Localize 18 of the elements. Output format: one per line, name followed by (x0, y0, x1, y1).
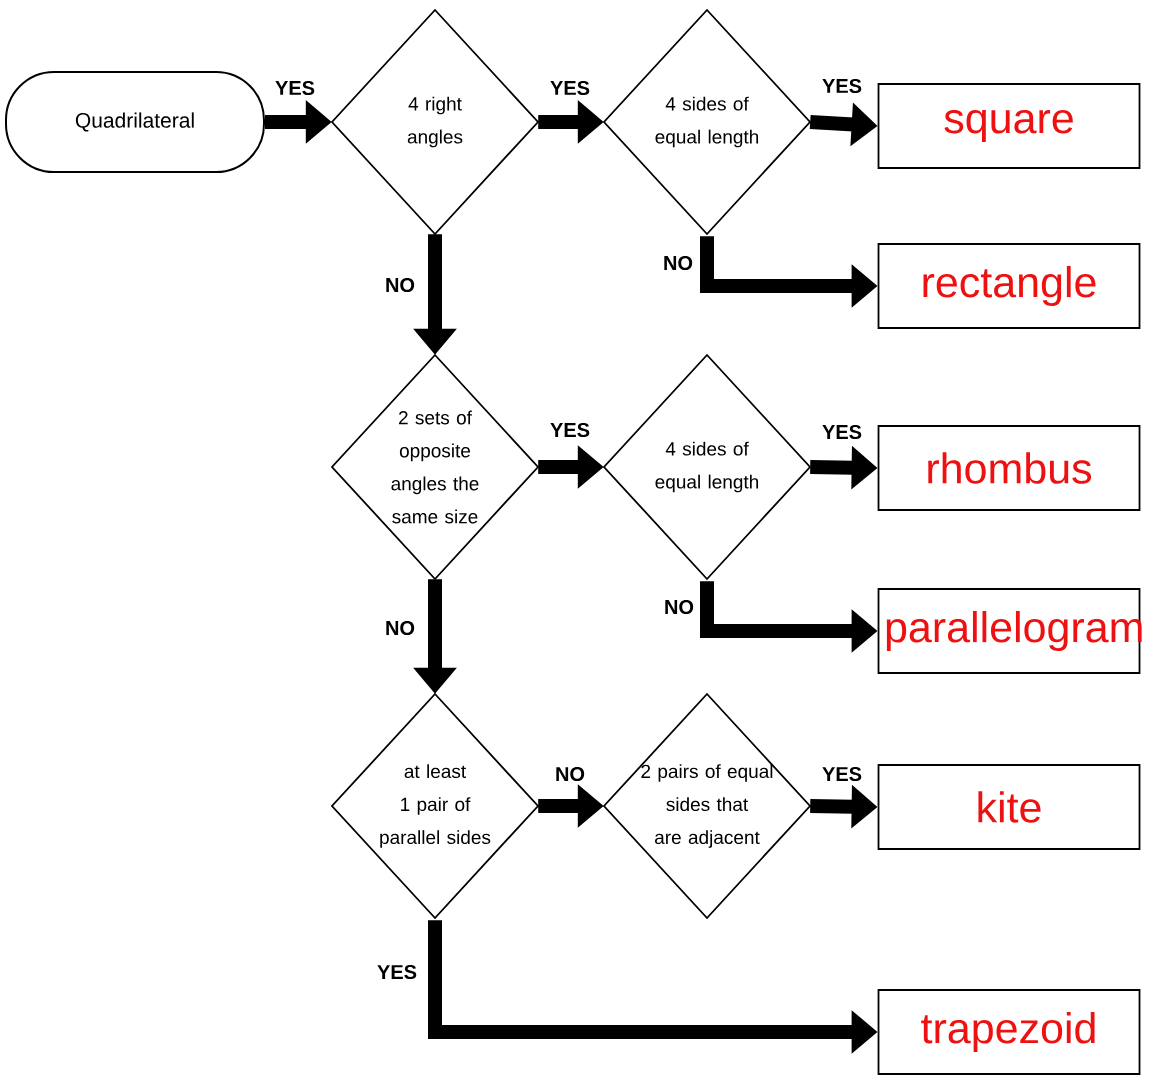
result-box: kite (877, 764, 1141, 850)
edge-label: YES (822, 424, 862, 440)
edge-label: NO (665, 599, 694, 615)
edge-label: YES (275, 80, 315, 96)
edge-label: NO (664, 255, 693, 271)
edge-label: YES (550, 422, 590, 438)
edge-label: YES (822, 766, 862, 782)
start-terminal: Quadrilateral (5, 71, 265, 173)
edge-label: YES (550, 80, 590, 96)
result-box: square (877, 83, 1141, 169)
edge-label: NO (386, 620, 415, 636)
result-box: rhombus (877, 425, 1141, 511)
edge-label: YES (822, 78, 862, 94)
edge-label: NO (386, 277, 415, 293)
result-box: rectangle (877, 243, 1141, 329)
edge-label: NO (556, 766, 585, 782)
edge-label: YES (377, 964, 417, 980)
result-box: trapezoid (877, 989, 1141, 1075)
